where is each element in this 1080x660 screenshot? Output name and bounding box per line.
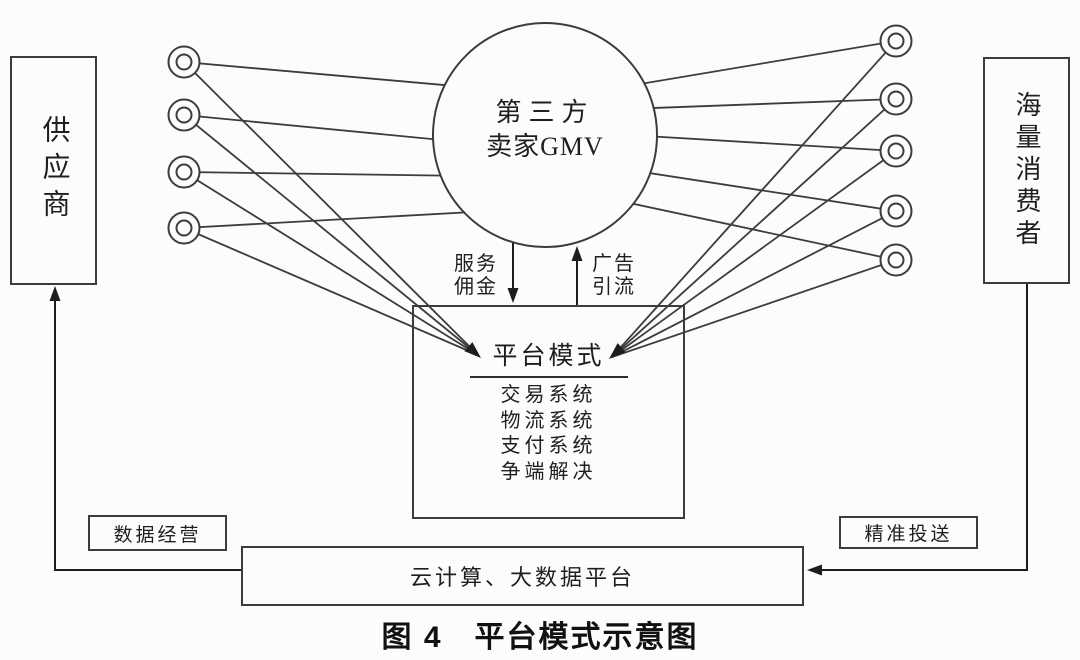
platform-item-list: 交易系统 物流系统 支付系统 争端解决 <box>414 383 683 485</box>
consumer-node-icon <box>879 82 913 116</box>
consumer-label: 海量消费者 <box>1012 90 1041 251</box>
seller-node-icon <box>167 98 201 132</box>
seller-node-icon <box>167 211 201 245</box>
platform-item: 争端解决 <box>500 460 597 483</box>
cloud-platform-label: 云计算、大数据平台 <box>409 565 635 590</box>
gmv-label-line1: 第三方 <box>495 98 595 127</box>
platform-left-arrowhead <box>464 342 481 358</box>
cloud-arrowhead <box>807 564 822 576</box>
delivery-label: 精准投送 <box>864 524 953 545</box>
consumer-box: 海量消费者 <box>983 57 1070 284</box>
arrowheads <box>49 246 822 576</box>
gmv-circle-label: 第三方 卖家GMV <box>432 96 658 164</box>
seller-node-icon <box>167 45 201 79</box>
commission-label-line2: 佣金 <box>454 276 498 298</box>
consumer-node-icon <box>879 134 913 168</box>
gmv-circle <box>432 22 658 248</box>
consumer-nodes <box>879 24 913 277</box>
platform-title: 平台模式 <box>469 341 628 378</box>
consumer-node-icon <box>879 243 913 277</box>
consumer-node-to-platform-line <box>611 98 897 358</box>
seller-nodes <box>167 45 201 245</box>
seller-node-to-platform-line <box>183 227 479 356</box>
consumer-node-to-platform-line <box>611 40 897 358</box>
figure-caption: 图 4 平台模式示意图 <box>381 621 699 654</box>
cloud-platform-box: 云计算、大数据平台 <box>241 546 804 606</box>
delivery-box: 精准投送 <box>839 516 978 549</box>
gmv-label-line2: 卖家GMV <box>486 132 604 161</box>
seller-node-icon <box>167 155 201 189</box>
supplier-arrowhead <box>49 286 61 301</box>
seller-node-to-platform-line <box>183 114 479 356</box>
seller-node-to-platform-line <box>183 171 479 356</box>
commission-arrowhead <box>507 288 519 303</box>
platform-item: 交易系统 <box>500 384 597 406</box>
ad-traffic-arrowhead <box>571 246 583 261</box>
consumer-node-to-platform-line <box>611 259 897 358</box>
consumer-to-cloud-connector <box>812 284 1028 571</box>
platform-item: 支付系统 <box>500 435 597 457</box>
supplier-box: 供应商 <box>10 56 97 285</box>
consumer-node-to-platform-line <box>611 150 897 358</box>
supplier-label: 供应商 <box>38 115 70 226</box>
data-ops-label: 数据经营 <box>113 524 202 546</box>
cloud-to-supplier-connector <box>54 290 241 571</box>
commission-label: 服务 佣金 <box>448 253 504 299</box>
commission-label-line1: 服务 <box>454 253 498 275</box>
platform-right-arrowhead <box>609 343 626 359</box>
ad-traffic-label: 广告 引流 <box>586 253 642 299</box>
consumer-node-to-platform-line <box>611 210 897 358</box>
ad-label-line2: 引流 <box>592 276 636 298</box>
consumer-node-icon <box>879 194 913 228</box>
consumer-node-icon <box>879 24 913 58</box>
platform-box: 平台模式 交易系统 物流系统 支付系统 争端解决 <box>412 305 685 519</box>
data-ops-box: 数据经营 <box>88 515 227 551</box>
ad-label-line1: 广告 <box>592 253 636 275</box>
platform-item: 物流系统 <box>500 409 597 432</box>
